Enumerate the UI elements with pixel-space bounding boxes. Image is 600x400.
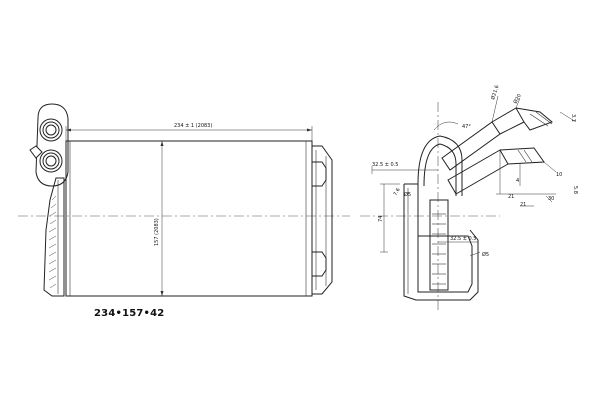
- clip: [29, 145, 43, 159]
- left-tank-hatching: [48, 195, 57, 289]
- side-tank: [429, 199, 449, 291]
- dia-bottom-label: Ø5: [482, 251, 489, 258]
- dia-left-label: Ø5: [404, 191, 411, 198]
- dim-left-2-label: 7.6: [393, 187, 402, 197]
- dim-right-7-label: 5.8: [572, 186, 578, 194]
- side-top-housing: [417, 135, 463, 196]
- dim-right-5-label: 21: [520, 202, 526, 208]
- dim-right-2-label: 21: [508, 194, 514, 200]
- dia-tube-top-label: Ø21.6: [489, 84, 500, 101]
- front-view: 234 ± 1 (2083) 157 (2083): [18, 103, 350, 297]
- dim-bottom-label: 32.5 ± 0.5: [450, 236, 476, 242]
- side-upper-tube: [441, 107, 553, 171]
- height-dimension: 157 (2083): [154, 141, 164, 296]
- side-lower-tube: [447, 147, 545, 195]
- lower-pipe: [39, 149, 63, 173]
- side-view: 47° 32.5 ± 0.5 7.6 Ø5 74 32.5 ± 0.5 Ø5 Ø…: [360, 84, 578, 310]
- part-dimensions-label: 234•157•42: [94, 308, 165, 319]
- dim-vertical-label: 74: [378, 216, 384, 222]
- dim-right-6-label: 30: [548, 196, 554, 202]
- heater-core-body: [65, 140, 313, 297]
- dim-right-1-label: 3.1: [570, 114, 576, 122]
- dim-right-4-label: 10: [556, 172, 562, 178]
- dim-right-3-label: 4: [516, 178, 519, 184]
- side-body: [404, 183, 473, 293]
- dim-left-1-label: 32.5 ± 0.5: [372, 162, 398, 168]
- width-dimension: 234 ± 1 (2083): [65, 123, 313, 141]
- right-tank: [311, 145, 333, 295]
- right-dimensions: Ø21.6 Ø20 3.1 21 4 10 21 30 5.8: [489, 84, 578, 208]
- side-core-fins: [432, 213, 446, 285]
- height-dimension-label: 157 (2083): [154, 218, 160, 246]
- upper-pipe: [39, 118, 63, 142]
- angle-label: 47°: [462, 124, 471, 130]
- width-dimension-label: 234 ± 1 (2083): [174, 123, 212, 129]
- pipe-flange: [35, 103, 69, 187]
- dia-tube-2-label: Ø20: [512, 93, 523, 105]
- left-tank: [43, 177, 65, 297]
